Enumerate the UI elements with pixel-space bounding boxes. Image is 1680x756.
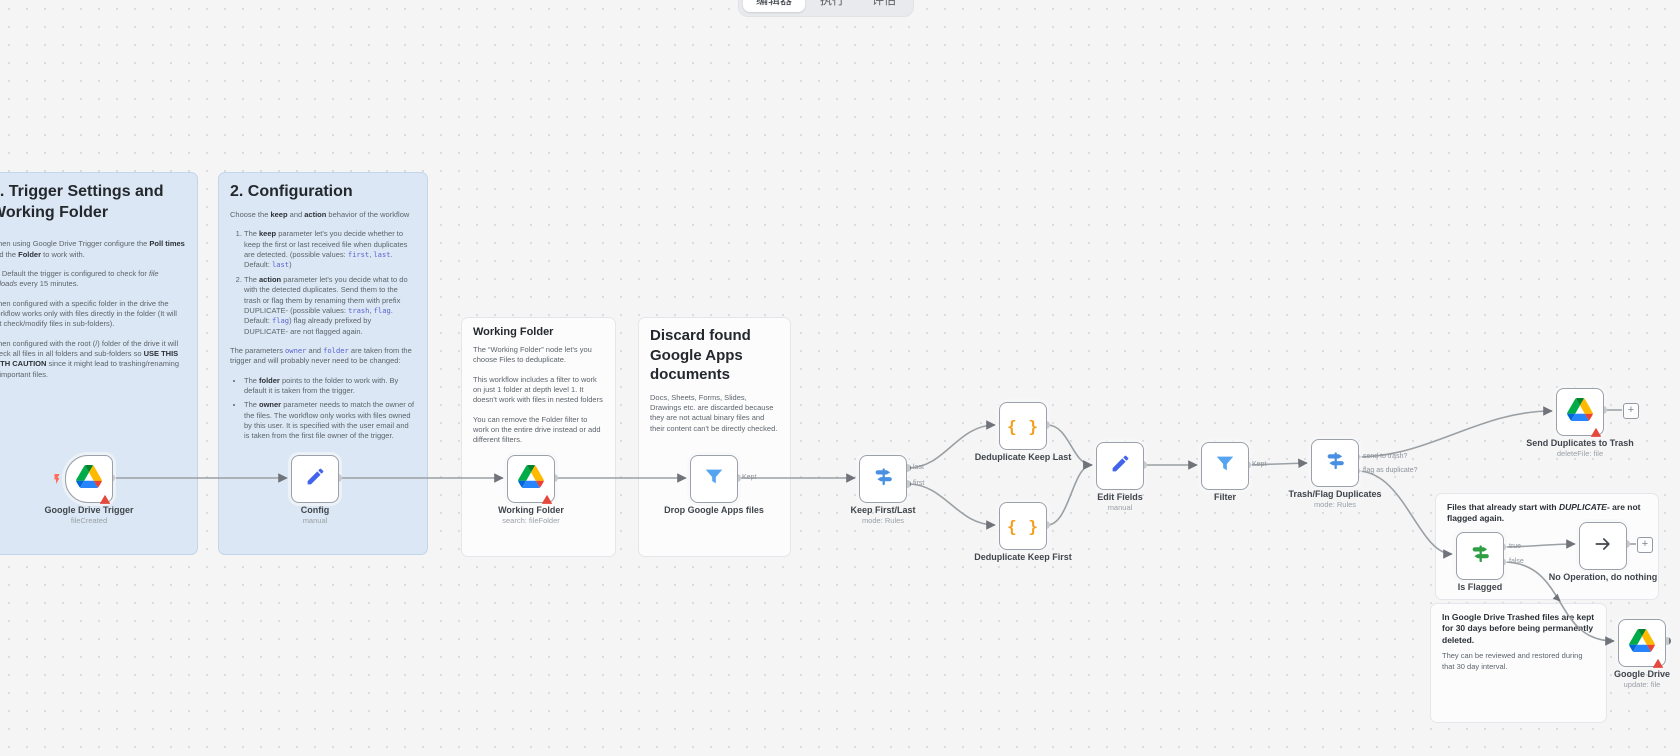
node-subtitle: mode: Rules [1313,500,1357,510]
note-list-item: The owner parameter needs to match the o… [244,400,416,441]
tab-editor[interactable]: 编辑器 [743,0,806,12]
view-tab-bar: 编辑器 执行 评估 [738,0,915,17]
node-label: Filter [1213,492,1236,502]
note-title: Discard found Google Apps documents [650,327,751,383]
switch-icon [872,465,895,493]
note-paragraph: Files that already start with DUPLICATE-… [1447,502,1641,524]
connection-label-kept: Kept [742,474,757,481]
code-braces-icon [1007,417,1039,436]
node-label: Keep First/Last [850,505,916,515]
node-label: Send Duplicates to Trash [1526,438,1634,448]
google-drive-icon [518,465,544,493]
google-drive-icon [1567,398,1593,426]
node-label: Trash/Flag Duplicates [1288,489,1382,499]
code-braces-icon [1007,517,1039,536]
node-deduplicate-keep-first[interactable]: Deduplicate Keep First [974,502,1072,562]
add-node-plus-button[interactable] [1637,537,1653,553]
node-subtitle: manual [1107,503,1133,513]
connection-label-true: true [1509,543,1522,550]
node-label: Config [300,505,330,515]
note-ordered-list: The keep parameter let's you decide whet… [230,229,416,336]
connection-label-first: first [913,480,925,487]
pencil-icon [1110,453,1131,479]
node-filter[interactable]: Filter [1201,442,1249,502]
node-deduplicate-keep-last[interactable]: Deduplicate Keep Last [975,402,1071,462]
google-drive-icon [76,465,102,493]
note-paragraph: The “Working Folder” node let's you choo… [473,345,592,365]
node-no-operation[interactable]: No Operation, do nothing [1549,522,1657,582]
tab-executions[interactable]: 执行 [820,0,845,7]
connection-label-flag-as-duplicate: flag as duplicate? [1363,467,1418,474]
note-paragraph: When configured with the root (/) folder… [0,338,179,379]
node-is-flagged[interactable]: Is Flagged [1456,532,1504,592]
tab-evaluations[interactable]: 评估 [872,0,897,7]
node-label: Working Folder [498,505,564,515]
node-label: No Operation, do nothing [1548,572,1658,582]
switch-icon [1324,449,1347,477]
arrow-right-icon [1593,534,1613,559]
sticky-note-configuration[interactable]: 2. Configuration Choose the keep and act… [218,172,428,555]
node-label: Is Flagged [1457,582,1503,592]
connection-label-false: false [1509,558,1524,565]
sticky-note-working-folder[interactable]: Working Folder The “Working Folder” node… [461,317,616,557]
note-title: 2. Configuration [230,183,353,200]
warning-triangle-icon [100,491,110,504]
connection-label-last: last [913,464,924,471]
note-title: 1. Trigger Settings and Working Folder [0,183,164,222]
pencil-icon [305,466,326,492]
note-title: Working Folder [473,326,554,338]
note-list-item: The action parameter let's you decide wh… [244,275,416,337]
node-subtitle: update: file [1623,680,1661,690]
sticky-note-trash-info[interactable]: In Google Drive Trashed files are kept f… [1430,603,1607,723]
note-paragraph: In Google Drive Trashed files are kept f… [1442,612,1595,645]
node-subtitle: deleteFile: file [1556,449,1604,459]
note-paragraph: The parameters owner and folder are take… [230,345,412,366]
node-subtitle: manual [302,516,328,526]
warning-triangle-icon [1591,424,1601,437]
node-label: Deduplicate Keep Last [974,452,1072,462]
note-bullet-list: The folder points to the folder to work … [230,376,416,442]
node-label: Google Drive [1613,669,1670,679]
note-paragraph: You can remove the Folder filter to work… [473,414,601,445]
connection-label-kept: Kept [1252,461,1267,468]
funnel-icon [703,466,725,493]
note-paragraph: When configured with a specific folder i… [0,298,177,329]
add-node-plus-button[interactable] [1623,403,1639,419]
note-paragraph: This workflow includes a filter to work … [473,374,603,405]
node-label: Drop Google Apps files [664,505,764,515]
connection-label-send-to-trash: send to trash? [1363,453,1408,460]
warning-triangle-icon [1653,655,1663,668]
node-label: Deduplicate Keep First [974,552,1072,562]
note-list-item: The folder points to the folder to work … [244,376,416,397]
node-label: Google Drive Trigger [44,505,134,515]
warning-triangle-icon [542,491,552,504]
funnel-icon [1214,453,1236,480]
lightning-bolt-icon [51,472,63,486]
note-paragraph: By Default the trigger is configured to … [0,268,159,289]
google-drive-icon [1629,629,1655,657]
if-switch-icon [1469,542,1492,570]
sticky-note-discard-docs[interactable]: Discard found Google Apps documents Docs… [638,317,791,557]
node-subtitle: search: fileFolder [502,516,560,526]
node-subtitle: mode: Rules [861,516,905,526]
note-paragraph: They can be reviewed and restored during… [1442,651,1583,671]
note-list-item: The keep parameter let's you decide whet… [244,229,416,270]
note-paragraph: Docs, Sheets, Forms, Slides, Drawings et… [650,392,778,433]
node-drop-google-apps-files[interactable]: Drop Google Apps files [664,455,764,515]
node-label: Edit Fields [1097,492,1143,502]
note-paragraph: Choose the keep and action behavior of t… [230,210,410,220]
node-subtitle: fileCreated [70,516,108,526]
note-paragraph: When using Google Drive Trigger configur… [0,239,185,259]
